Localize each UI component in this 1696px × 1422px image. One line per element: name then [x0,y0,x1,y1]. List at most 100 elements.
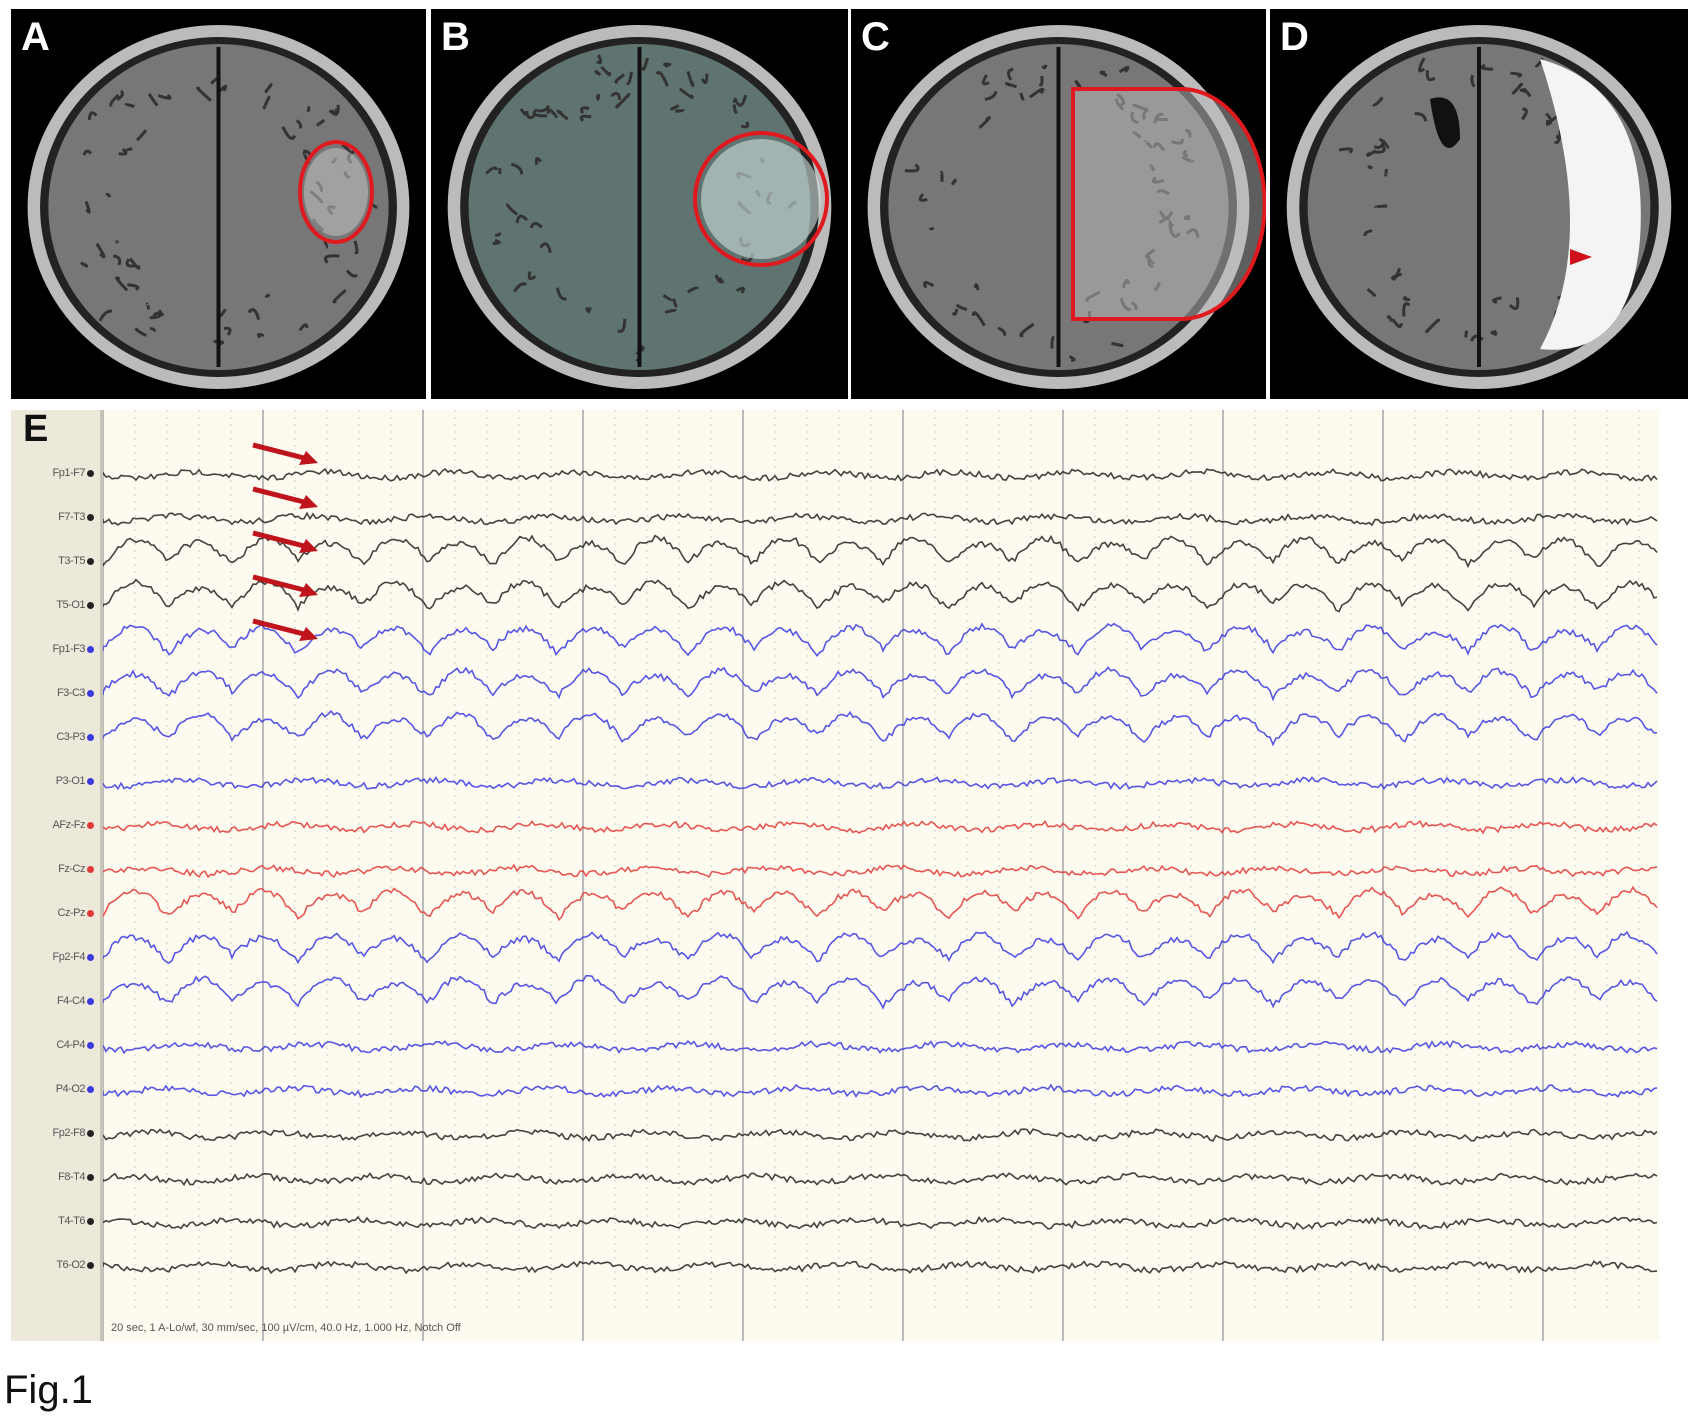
sulcus [134,327,147,337]
eeg-settings-footer: 20 sec, 1 A-Lo/wf, 30 mm/sec, 100 µV/cm,… [111,1322,461,1334]
channel-label: Fz-Cz [58,863,94,875]
sulcus [923,281,935,289]
sulcus [1402,295,1411,302]
sulcus [537,104,551,113]
sulcus [149,326,157,332]
red-arrow-icon [252,486,309,506]
sulcus [1041,64,1048,70]
sulcus [585,307,592,314]
eeg-trace [103,885,1658,922]
channel-color-dot [87,1173,94,1181]
sulcus [1038,75,1044,87]
sulcus [617,318,627,333]
sulcus [1366,287,1377,297]
channel-label: P3-O1 [56,775,94,787]
sulcus [1391,318,1403,329]
sulcus [1545,112,1553,127]
sulcus [306,105,311,113]
panel-label-a: A [21,15,50,59]
sulcus [1366,149,1377,157]
sulcus [196,86,212,102]
channel-name: C3-P3 [56,731,85,743]
channel-name: F7-T3 [58,511,85,523]
sulcus [534,157,542,166]
sulcus [527,271,537,281]
sulcus [345,269,359,278]
sulcus [316,118,326,127]
red-arrow-icon [252,574,309,594]
channel-color-dot [87,821,94,829]
channel-name: Fp1-F7 [52,467,86,479]
sulcus [82,149,93,156]
ventricle [1430,97,1460,148]
sulcus [974,283,980,291]
channel-label: T4-T6 [58,1215,94,1227]
sulcus [655,70,669,87]
sulcus [662,294,674,302]
sulcus [625,71,633,86]
sulcus [1374,204,1388,210]
sulcus [324,254,340,264]
sulcus [1491,296,1502,304]
channel-color-dot [87,1085,94,1093]
sulcus [124,103,135,108]
sulcus [579,114,592,122]
channel-color-dot [87,557,94,565]
sulcus [735,286,745,294]
sulcus [928,226,935,231]
sulcus [614,73,626,84]
eeg-trace [103,1040,1658,1055]
eeg-trace [103,930,1658,965]
channel-name: T4-T6 [58,1215,85,1227]
hyperintense-collection [1540,59,1641,350]
sulcus [1510,71,1523,78]
channel-name: Fp2-F8 [52,1127,86,1139]
channel-label: AFz-Fz [53,819,94,831]
sulcus [298,323,309,332]
sulcus [955,303,968,311]
sulcus [1464,330,1469,338]
sulcus [1480,63,1494,71]
channel-name: C4-P4 [56,1039,85,1051]
sulcus [295,119,303,130]
red-arrow-icon [252,530,309,550]
eeg-trace [103,1260,1658,1275]
sulcus [686,70,695,87]
sulcus [1004,82,1017,89]
sulcus [1508,297,1520,311]
channel-label: F3-C3 [57,687,94,699]
sulcus [664,308,678,314]
mri-image-c [867,25,1266,389]
sulcus [641,57,649,71]
sulcus [1414,112,1428,122]
sulcus [1521,107,1528,121]
arrowhead-icon [299,583,318,597]
sulcus [663,62,672,68]
sulcus [84,201,91,214]
sulcus [580,106,590,115]
sulcus [1402,302,1411,317]
channel-name: Cz-Pz [57,907,86,919]
sulcus [984,90,998,101]
channel-label: T6-O2 [56,1259,94,1271]
sulcus [555,287,567,301]
panel-label-d: D [1280,15,1309,59]
sulcus [714,274,724,284]
channel-color-dot [87,1217,94,1225]
channel-name: T5-O1 [56,599,85,611]
sulcus [1118,65,1130,74]
channel-label: Fp1-F3 [53,643,94,655]
eeg-trace [103,776,1658,791]
sulcus [128,257,141,270]
sulcus [515,214,529,224]
sulcus [1111,341,1124,348]
sulcus [256,332,265,339]
sulcus [678,87,694,99]
sulcus [532,108,548,118]
channel-name: F8-T4 [58,1171,85,1183]
channel-label: Fp1-F7 [53,467,94,479]
sulcus [732,104,738,115]
mri-panel-a: A [11,9,426,399]
mri-panel-c: C [851,9,1266,399]
